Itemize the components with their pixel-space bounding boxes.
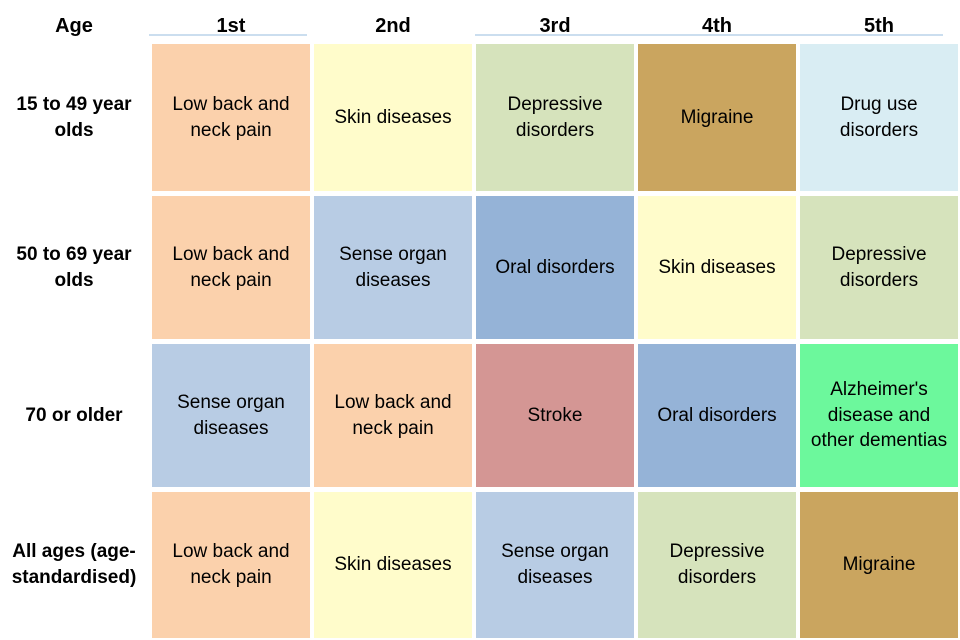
table-cell: Low back and neck pain [314,344,472,487]
table-cell: Sense organ diseases [152,344,310,487]
column-header-1st: 1st [216,15,246,37]
table-cell: Stroke [476,344,634,487]
column-header-3rd: 3rd [539,15,571,37]
header-underline [475,34,943,36]
column-header-2nd: 2nd [375,15,411,37]
column-header-4th: 4th [702,15,732,37]
table-cell: Low back and neck pain [152,196,310,339]
row-label-15-to-49: 15 to 49 year olds [16,93,132,141]
table-cell: Low back and neck pain [152,492,310,638]
table-cell: Drug use disorders [800,44,958,191]
column-header-age: Age [55,15,93,37]
row-label-70-or-older: 70 or older [25,404,123,426]
table-cell: Low back and neck pain [152,44,310,191]
table-cell: Depressive disorders [800,196,958,339]
table-cell: Sense organ diseases [314,196,472,339]
table-cell: Migraine [638,44,796,191]
table-cell: Oral disorders [638,344,796,487]
table-cell: Skin diseases [314,44,472,191]
table-cell: Skin diseases [638,196,796,339]
header-underline [149,34,307,36]
row-label-50-to-69: 50 to 69 year olds [16,243,132,291]
row-label-all-ages: All ages (age-standardised) [11,541,137,588]
table-cell: Depressive disorders [476,44,634,191]
table-cell: Skin diseases [314,492,472,638]
table-cell: Migraine [800,492,958,638]
column-header-5th: 5th [864,15,894,37]
table-cell: Sense organ diseases [476,492,634,638]
table-cell: Depressive disorders [638,492,796,638]
table-cell: Alzheimer's disease and other dementias [800,344,958,487]
table-cell: Oral disorders [476,196,634,339]
